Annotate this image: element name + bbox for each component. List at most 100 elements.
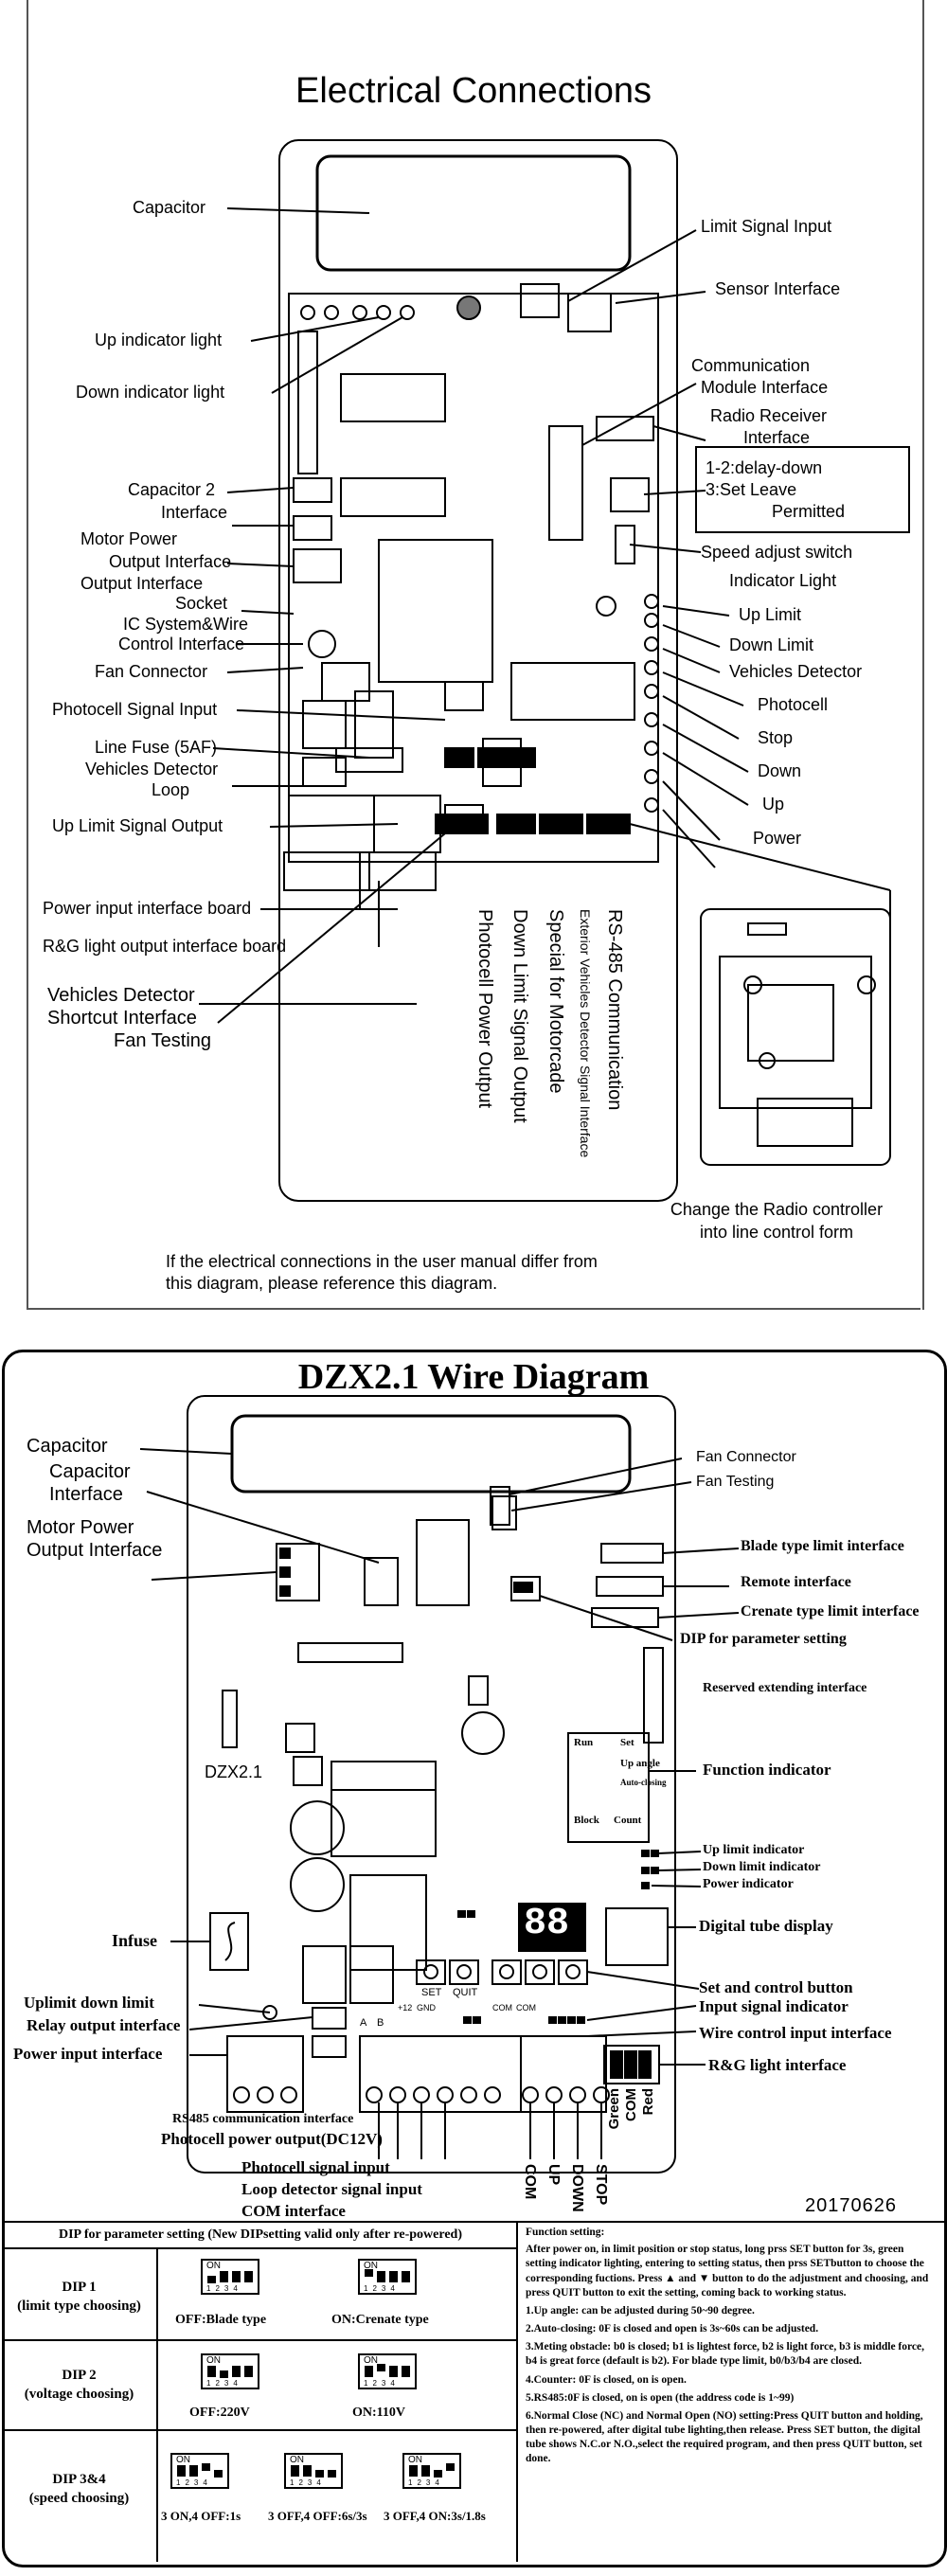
dip1-opt-off: OFF:Blade type <box>175 2313 267 2327</box>
lbl-capacitor-2-interface: Interface <box>161 503 228 522</box>
dip2-opt-on: ON:110V <box>352 2406 405 2420</box>
lbl-rg-light-board: R&G light output interface board <box>43 937 287 956</box>
b-lbl-infuse: Infuse <box>112 1931 158 1950</box>
lbl-capacitor: Capacitor <box>133 198 206 217</box>
b-lbl-dip-setting: DIP for parameter setting <box>680 1631 847 1647</box>
lbl-limit-signal-input: Limit Signal Input <box>701 217 832 236</box>
table-top-rule <box>2 2221 944 2223</box>
vlbl-photocell-power-output: Photocell Power Output <box>474 909 495 1109</box>
dip-nums: 1234 <box>206 2379 242 2388</box>
dip1-name: DIP 1 <box>62 2280 97 2295</box>
lbl-up-indicator: Up indicator light <box>95 331 223 349</box>
lbl-stop-r: Stop <box>758 728 794 747</box>
lbl-ic-system: IC System&Wire <box>123 615 249 634</box>
b-lbl-capacitor-2: Capacitor <box>49 1461 131 1482</box>
lbl-up-r: Up <box>762 795 785 814</box>
b-lbl-photocell-power: Photocell power output(DC12V) <box>161 2130 383 2148</box>
b-lbl-motor-power: Motor Power <box>27 1517 134 1538</box>
lbl-photocell-r: Photocell <box>758 695 829 714</box>
b-lbl-rg-light: R&G light interface <box>708 2056 847 2074</box>
digital-tube-digits: 88 <box>524 1903 570 1945</box>
b-lbl-reserved: Reserved extending interface <box>703 1681 867 1695</box>
b-lbl-capacitor-interface: Interface <box>49 1484 123 1505</box>
lbl-down-r: Down <box>758 761 802 780</box>
bt-plus12: +12 <box>398 2003 413 2012</box>
table-header: DIP for parameter setting (New DIPsettin… <box>58 2227 462 2242</box>
dip2-rule <box>2 2429 516 2431</box>
lbl-vehicles-detector: Vehicles Detector <box>85 760 219 778</box>
lbl-fan-testing: Fan Testing <box>114 1030 212 1051</box>
b-lbl-set-control: Set and control button <box>699 1978 853 1996</box>
lbl-control-interface: Control Interface <box>118 635 245 653</box>
dip34-opt-a: 3 ON,4 OFF:1s <box>161 2509 241 2523</box>
dip1-sub: (limit type choosing) <box>17 2299 141 2314</box>
b-lbl-photocell-signal: Photocell signal input <box>241 2158 390 2176</box>
lbl-indicator-light: Indicator Light <box>729 571 837 590</box>
dip34-name: DIP 3&4 <box>52 2472 106 2487</box>
lbl-motor-power: Motor Power <box>80 529 178 548</box>
vlbl-special-motorcade: Special for Motorcade <box>545 909 566 1094</box>
lbl-sensor-interface: Sensor Interface <box>715 279 841 298</box>
b-lbl-relay-output: Relay output interface <box>27 2016 181 2034</box>
lbl-up-limit: Up Limit <box>739 605 802 624</box>
fp-auto-closing: Auto-closing <box>620 1778 667 1787</box>
dip34-opt-b: 3 OFF,4 OFF:6s/3s <box>268 2509 367 2523</box>
b-lbl-digital-tube: Digital tube display <box>699 1917 833 1935</box>
fp-up-angle: Up angle <box>620 1758 660 1769</box>
bt-set: SET <box>421 1987 442 1998</box>
dip-on-label: ON <box>364 2261 378 2271</box>
lbl-loop: Loop <box>152 780 190 799</box>
vb-green: Green <box>606 2088 622 2130</box>
dip-on-label: ON <box>206 2261 221 2271</box>
vb-up: UP <box>545 2164 562 2186</box>
lbl-vehicles-detector-2: Vehicles Detector <box>47 985 195 1006</box>
dip-nums: 1234 <box>206 2284 242 2293</box>
func-para-6: 6.Normal Close (NC) and Normal Open (NO)… <box>526 2409 923 2465</box>
dip-on-label: ON <box>206 2355 221 2366</box>
lbl-speed-adjust: Speed adjust switch <box>701 543 853 562</box>
b-date: 20170626 <box>805 2195 897 2216</box>
vb-down: DOWN <box>569 2164 585 2212</box>
func-para-0: After power on, in limit position or sto… <box>526 2244 929 2299</box>
lbl-set-leave: 3:Set Leave <box>706 480 797 499</box>
dip-nums: 1234 <box>364 2379 400 2388</box>
func-para-3: 3.Meting obstacle: b0 is closed; b1 is l… <box>526 2341 924 2368</box>
b-lbl-loop-detector: Loop detector signal input <box>241 2180 422 2198</box>
top-frame <box>27 0 924 1310</box>
table-hline-1 <box>2 2247 516 2249</box>
top-title: Electrical Connections <box>295 71 652 111</box>
b-lbl-function-indicator: Function indicator <box>703 1761 831 1779</box>
b-lbl-motor-output: Output Interface <box>27 1540 163 1561</box>
bt-gnd: GND <box>417 2003 436 2012</box>
lbl-capacitor-2: Capacitor 2 <box>128 480 216 499</box>
dip34-sub: (speed choosing) <box>28 2491 130 2506</box>
bt-com-2: COM <box>516 2003 536 2012</box>
dip34-switch-c: ON 1234 <box>402 2453 461 2489</box>
b-lbl-remote: Remote interface <box>741 1574 851 1590</box>
dip34-switch-a: ON 1234 <box>170 2453 229 2489</box>
radio-caption-2: into line control form <box>699 1223 854 1242</box>
dip1-rule <box>2 2339 516 2341</box>
lbl-down-limit: Down Limit <box>729 635 814 654</box>
lbl-up-limit-signal-output: Up Limit Signal Output <box>52 816 223 835</box>
b-lbl-fan-connector: Fan Connector <box>696 1449 796 1465</box>
vlbl-rs485: RS-485 Communication <box>604 909 625 1111</box>
lbl-power-input-board: Power input interface board <box>43 899 252 918</box>
b-lbl-up-limit-ind: Up limit indicator <box>703 1843 805 1857</box>
vlbl-down-limit-signal: Down Limit Signal Output <box>509 909 530 1123</box>
table-divider <box>516 2221 518 2562</box>
dip1-opt-on: ON:Crenate type <box>331 2313 429 2327</box>
func-para-2: 2.Auto-closing: 0F is closed and open is… <box>526 2323 819 2335</box>
func-title: Function setting: <box>526 2227 605 2238</box>
lbl-fan-connector: Fan Connector <box>95 662 208 681</box>
b-lbl-crenate-limit: Crenate type limit interface <box>741 1603 920 1619</box>
bt-quit: QUIT <box>453 1987 478 1998</box>
vlbl-exterior-vehicles: Exterior Vehicles Detector Signal Interf… <box>578 909 593 1158</box>
func-para-5: 5.RS485:0F is closed, on is open (the ad… <box>526 2391 795 2404</box>
dip-on-label: ON <box>176 2455 190 2465</box>
lbl-module-interface: Module Interface <box>701 378 829 397</box>
lbl-photocell-signal-input: Photocell Signal Input <box>52 700 218 719</box>
dip-nums: 1234 <box>176 2478 212 2487</box>
dip2-off-switch: ON 1234 <box>201 2353 259 2389</box>
fp-run: Run <box>574 1737 594 1748</box>
